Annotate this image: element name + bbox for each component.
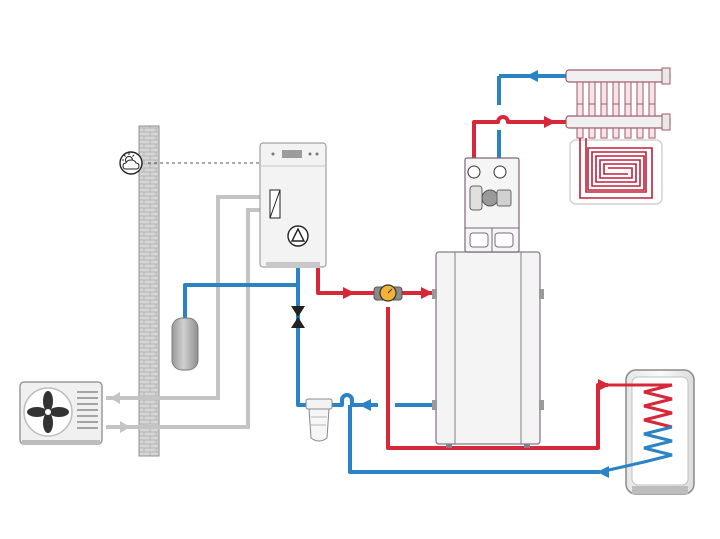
outdoor-heat-pump-unit: [19, 381, 103, 445]
expansion-vessel: [171, 300, 199, 371]
buffer-tank: [432, 251, 544, 448]
underfloor-heating-loop: [569, 138, 663, 205]
circulation-pump-icon: [287, 225, 309, 247]
sun-cloud-icon: [122, 153, 140, 170]
outdoor-temperature-sensor: [119, 151, 143, 175]
plate-heat-exchanger-icon: [269, 189, 281, 219]
magnetic-filter: [305, 398, 333, 442]
outdoor-unit-vents: [77, 391, 98, 429]
hot-water-cylinder: [599, 369, 695, 495]
indoor-hydrobox: [259, 142, 327, 268]
check-valve-icon: [291, 306, 305, 328]
mixing-valve: [373, 284, 403, 302]
pump-group: [464, 157, 520, 253]
fan-icon: [27, 391, 69, 433]
underfloor-manifold: [565, 67, 671, 139]
gray-lines: [106, 195, 268, 429]
pressure-gauge-icon: [379, 284, 397, 302]
cylinder-coil: [599, 383, 673, 474]
gray-arrows: [110, 392, 130, 433]
brick-wall: [138, 125, 160, 457]
